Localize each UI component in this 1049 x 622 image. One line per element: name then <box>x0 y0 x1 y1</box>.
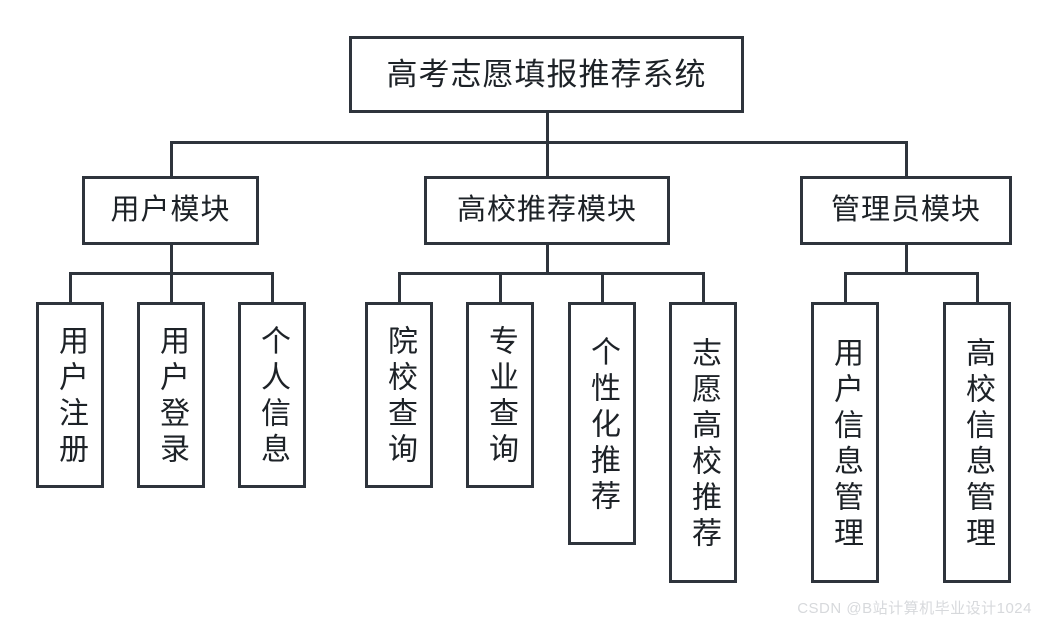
connector-drop-recommend-module <box>546 141 549 176</box>
connector-stem-admin-module <box>905 245 908 274</box>
leaf-node-personalized-recommend[interactable]: 个性化推荐 <box>568 302 636 545</box>
connector-stem-user-module <box>170 245 173 274</box>
connector-drop-volunteer-school-recommend <box>702 272 705 303</box>
leaf-node-user-login[interactable]: 用户登录 <box>137 302 205 488</box>
leaf-node-school-info-management[interactable]: 高校信息管理 <box>943 302 1011 583</box>
root-node-system[interactable]: 高考志愿填报推荐系统 <box>349 36 744 113</box>
watermark-text: CSDN @B站计算机毕业设计1024 <box>797 600 1032 617</box>
connector-recommend-children-bus <box>398 272 705 275</box>
connector-admin-children-bus <box>844 272 979 275</box>
connector-drop-user-login <box>170 272 173 303</box>
connector-drop-personalized-recommend <box>601 272 604 303</box>
connector-root-stem <box>546 112 549 143</box>
module-node-label: 管理员模块 <box>830 194 981 226</box>
connector-stem-recommend-module <box>546 245 549 274</box>
connector-drop-user-module <box>170 141 173 176</box>
leaf-node-user-info-management[interactable]: 用户信息管理 <box>811 302 879 583</box>
connector-drop-user-info-manage <box>844 272 847 303</box>
leaf-node-label: 用户注册 <box>54 325 87 469</box>
leaf-node-label: 院校查询 <box>383 325 416 469</box>
leaf-node-personal-info[interactable]: 个人信息 <box>238 302 306 488</box>
connector-drop-school-info-manage <box>976 272 979 303</box>
leaf-node-volunteer-school-recommend[interactable]: 志愿高校推荐 <box>669 302 737 583</box>
leaf-node-school-query[interactable]: 院校查询 <box>365 302 433 488</box>
root-node-label: 高考志愿填报推荐系统 <box>386 57 707 92</box>
module-node-user[interactable]: 用户模块 <box>82 176 259 245</box>
leaf-node-label: 专业查询 <box>484 325 517 469</box>
connector-drop-user-register <box>69 272 72 303</box>
module-node-admin[interactable]: 管理员模块 <box>800 176 1012 245</box>
leaf-node-label: 个人信息 <box>256 325 289 469</box>
connector-level1-bus <box>170 141 908 144</box>
leaf-node-label: 用户信息管理 <box>829 336 862 553</box>
connector-drop-school-query <box>398 272 401 303</box>
leaf-node-label: 个性化推荐 <box>586 335 619 516</box>
module-node-recommend[interactable]: 高校推荐模块 <box>424 176 670 245</box>
connector-drop-user-profile <box>271 272 274 303</box>
module-node-label: 高校推荐模块 <box>456 194 637 226</box>
leaf-node-label: 用户登录 <box>155 325 188 469</box>
module-node-label: 用户模块 <box>110 194 231 226</box>
connector-drop-admin-module <box>905 141 908 176</box>
leaf-node-user-register[interactable]: 用户注册 <box>36 302 104 488</box>
leaf-node-major-query[interactable]: 专业查询 <box>466 302 534 488</box>
connector-drop-major-query <box>499 272 502 303</box>
leaf-node-label: 高校信息管理 <box>961 336 994 553</box>
leaf-node-label: 志愿高校推荐 <box>687 336 720 553</box>
